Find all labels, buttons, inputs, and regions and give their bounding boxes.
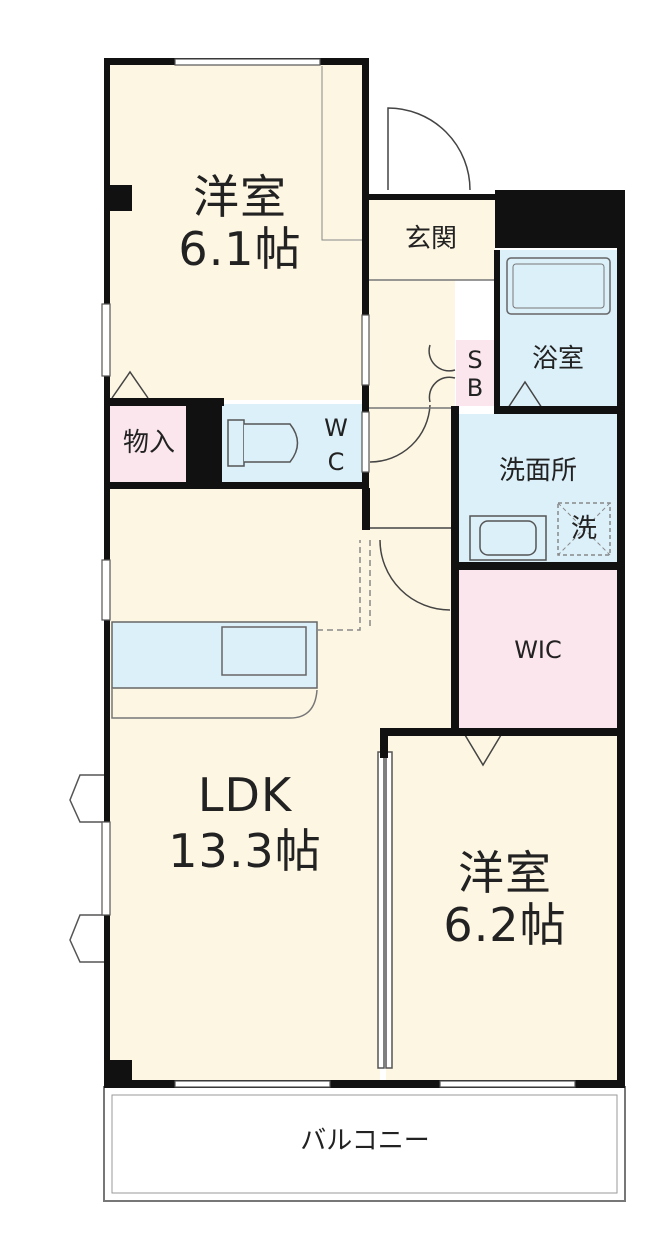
ldk-floor — [110, 488, 380, 1082]
western-room-2-name: 洋室 — [458, 846, 552, 900]
washer-spot — [557, 502, 611, 556]
balcony-label: バルコニー — [300, 1126, 430, 1156]
western-room-2-label: 洋室 6.2帖 — [420, 850, 590, 948]
washer-label: 洗 — [570, 514, 597, 544]
ldk-name: LDK — [197, 768, 293, 822]
bay-window — [69, 774, 104, 823]
wc-label: W C — [318, 416, 354, 474]
western-room-1-name: 洋室 — [193, 170, 287, 224]
western-room-1-label: 洋室 6.1帖 — [160, 174, 320, 272]
western-room-2-floor — [386, 732, 617, 1082]
toilet — [227, 419, 245, 467]
western-room-2-size: 6.2帖 — [443, 898, 567, 952]
western-room-1-size: 6.1帖 — [178, 222, 302, 276]
sb-floor — [456, 340, 494, 406]
entrance-floor — [367, 200, 495, 280]
sb-line-2: B — [466, 374, 484, 402]
ldk-label: LDK 13.3帖 — [150, 772, 340, 874]
storage-label: 物入 — [122, 428, 175, 458]
western-room-1-floor — [110, 63, 362, 400]
kitchen-sink — [221, 626, 307, 676]
ldk-size: 13.3帖 — [168, 824, 322, 878]
wc-line-2: C — [327, 448, 345, 476]
front-door — [387, 107, 471, 191]
wc-line-1: W — [324, 414, 348, 442]
bath-label: 浴室 — [531, 344, 584, 374]
wash-basin — [469, 515, 547, 561]
entrance-label: 玄関 — [404, 224, 457, 254]
balcony-area — [103, 1086, 626, 1202]
wic-floor — [458, 568, 617, 728]
washroom-label: 洗面所 — [498, 456, 577, 486]
sb-label: S B — [458, 348, 492, 400]
storage-floor — [110, 404, 186, 484]
wic-label: WIC — [514, 636, 562, 664]
bathtub — [506, 257, 611, 315]
sb-line-1: S — [467, 346, 483, 374]
